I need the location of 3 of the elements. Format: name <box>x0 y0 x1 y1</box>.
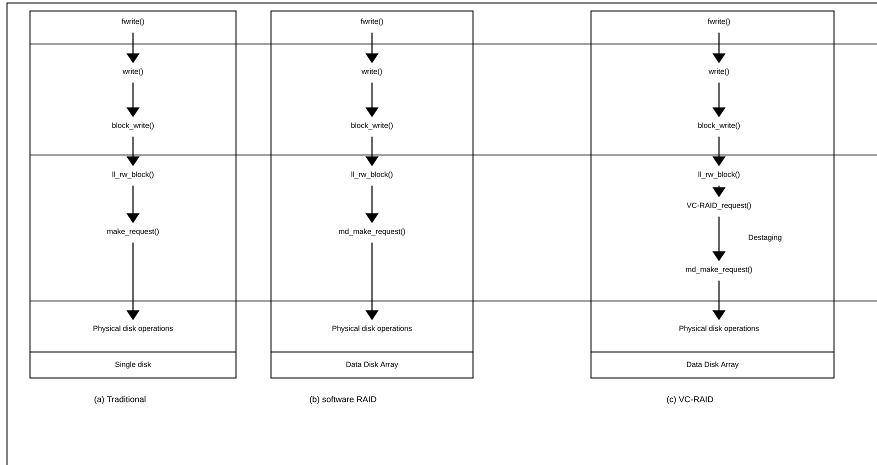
caption: (b) software RAID <box>310 396 376 404</box>
caption: (c) VC-RAID <box>667 396 714 404</box>
caption: (a) Traditional <box>94 396 146 404</box>
